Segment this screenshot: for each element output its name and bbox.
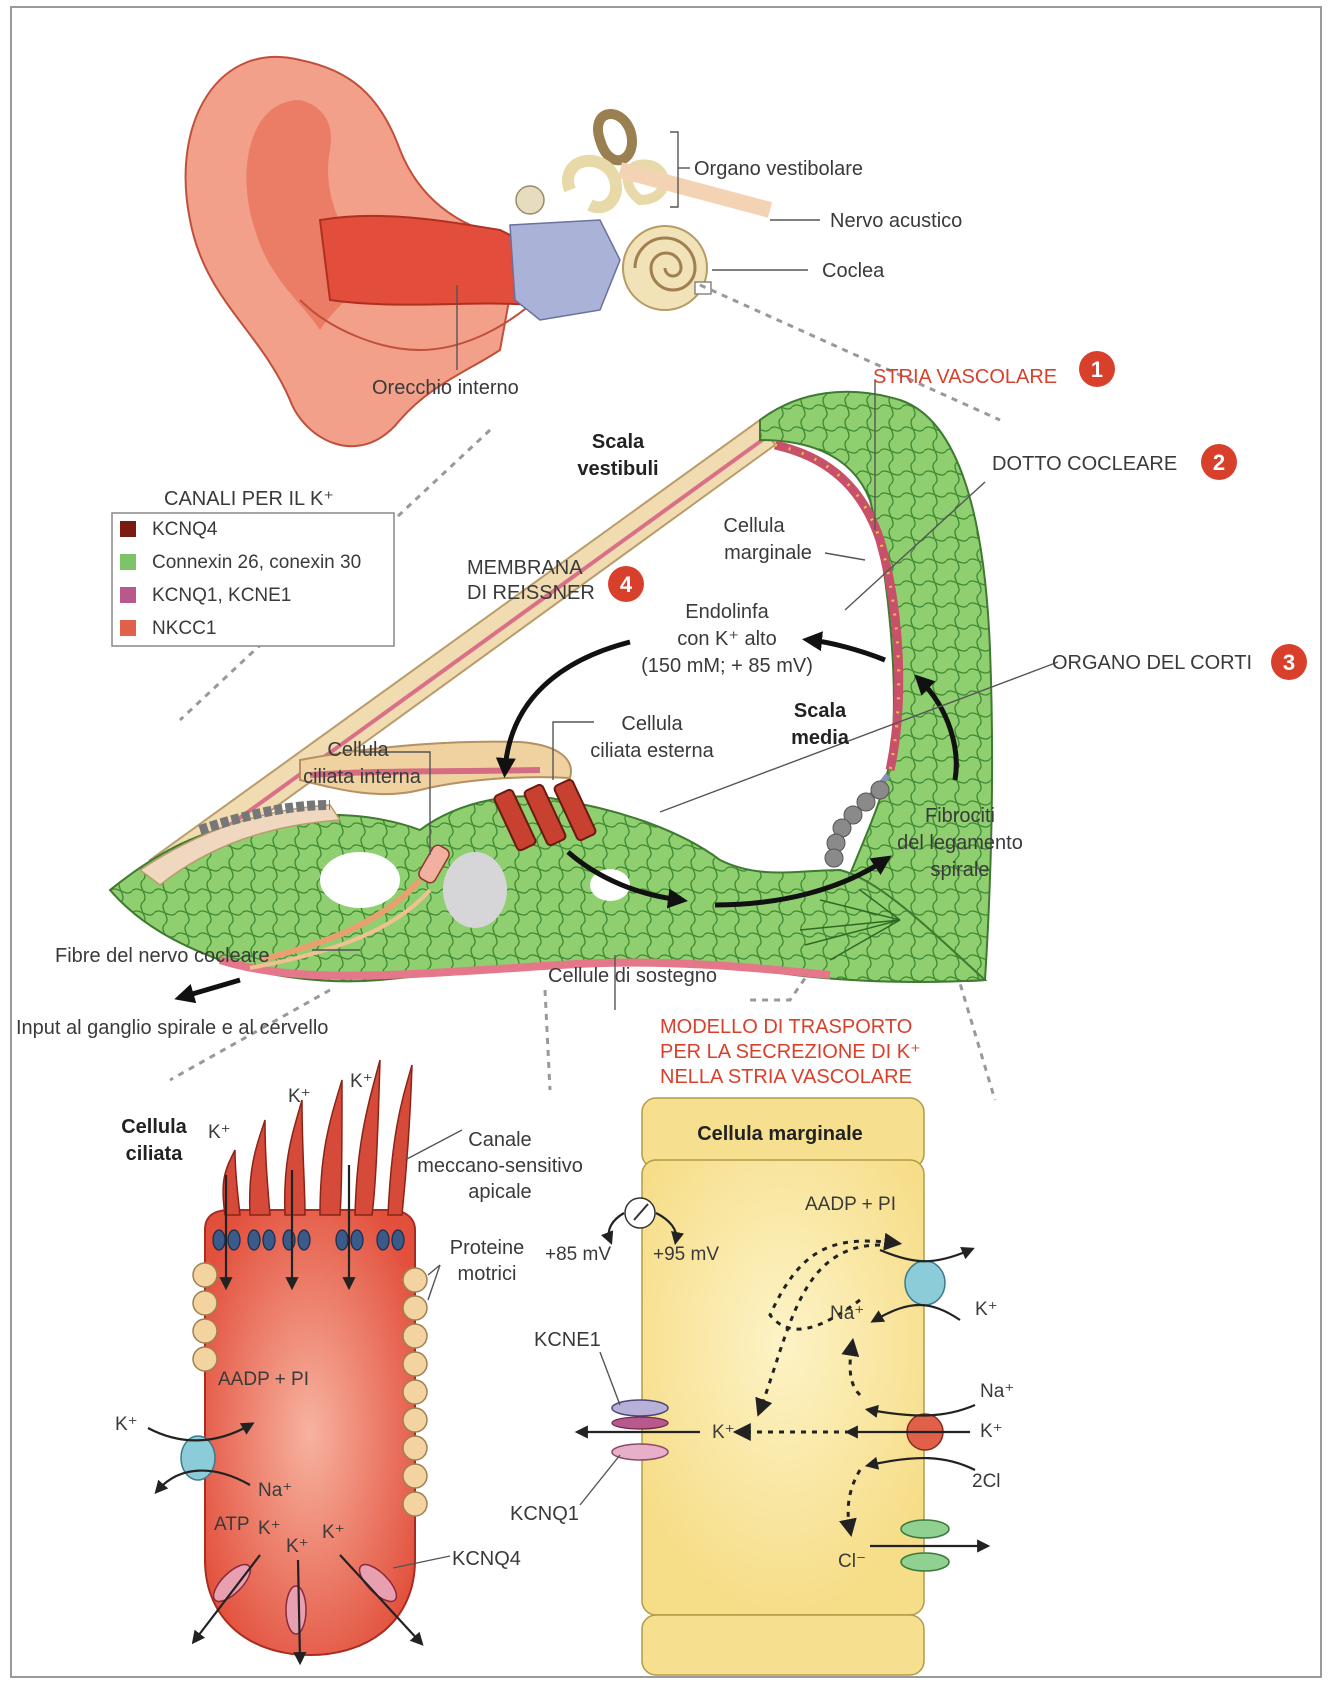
- label-scala-vestibuli-1: Scala: [592, 431, 645, 453]
- label-supporting-cells: Cellule di sostegno: [548, 965, 717, 987]
- legend-swatch: [120, 521, 136, 537]
- label-outer-hair-1: Cellula: [621, 713, 683, 735]
- marginal-v1: +85 mV: [545, 1244, 611, 1265]
- callout-duct: DOTTO COCLEARE 2: [992, 444, 1237, 480]
- legend-item-label: KCNQ4: [152, 519, 218, 540]
- svg-text:2: 2: [1213, 450, 1225, 475]
- label-acoustic-nerve: Nervo acustico: [830, 210, 962, 232]
- svg-text:ORGANO DEL CORTI: ORGANO DEL CORTI: [1052, 652, 1252, 674]
- hair-k-4: K⁺: [258, 1518, 281, 1539]
- marginal-v2: +95 mV: [653, 1244, 719, 1265]
- marginal-cell: [580, 1098, 985, 1675]
- hair-k-5: K⁺: [286, 1536, 309, 1557]
- label-cochlea: Coclea: [822, 260, 885, 282]
- hair-cell: [148, 1060, 427, 1660]
- marginal-adp: AADP + PI: [805, 1194, 896, 1215]
- model-title-2: PER LA SECREZIONE DI K⁺: [660, 1041, 921, 1063]
- hair-motor-2: motrici: [458, 1263, 517, 1285]
- marginal-k-1: K⁺: [975, 1299, 998, 1320]
- hair-k-1: K⁺: [208, 1122, 231, 1143]
- hair-adp: AADP + PI: [218, 1369, 309, 1390]
- hair-k-3: K⁺: [350, 1071, 373, 1092]
- legend-swatch: [120, 587, 136, 603]
- label-marginal-cell-2: marginale: [724, 542, 812, 564]
- label-scala-media-1: Scala: [794, 700, 847, 722]
- svg-text:3: 3: [1283, 650, 1295, 675]
- callout-stria: STRIA VASCOLARE 1: [873, 351, 1115, 388]
- output-arrow: [182, 980, 240, 997]
- callout-corti: ORGANO DEL CORTI 3: [1052, 644, 1307, 680]
- marginal-na-2: Na⁺: [980, 1381, 1014, 1402]
- marginal-k-2: K⁺: [980, 1421, 1003, 1442]
- legend-item-label: NKCC1: [152, 618, 216, 639]
- label-scala-vestibuli-2: vestibuli: [577, 458, 658, 480]
- hair-channel-3: apicale: [468, 1181, 531, 1203]
- label-endolymph-3: (150 mM; + 85 mV): [641, 655, 813, 677]
- svg-text:MEMBRANA: MEMBRANA: [467, 557, 583, 579]
- svg-text:DOTTO COCLEARE: DOTTO COCLEARE: [992, 453, 1177, 475]
- marginal-cl: Cl⁻: [838, 1551, 866, 1572]
- label-outer-hair-2: ciliata esterna: [590, 740, 714, 762]
- model-title-1: MODELLO DI TRASPORTO: [660, 1016, 912, 1038]
- label-endolymph-2: con K⁺ alto: [677, 628, 777, 650]
- hair-channel-1: Canale: [468, 1129, 531, 1151]
- model-title-3: NELLA STRIA VASCOLARE: [660, 1066, 912, 1088]
- label-marginal-cell-1: Cellula: [723, 515, 785, 537]
- label-inner-ear: Orecchio interno: [372, 377, 519, 399]
- hair-k-out: K⁺: [115, 1414, 138, 1435]
- label-input: Input al ganglio spirale e al cervello: [16, 1017, 328, 1039]
- marginal-kcnq1: KCNQ1: [510, 1503, 579, 1525]
- legend-swatch: [120, 554, 136, 570]
- label-fibrocytes-2: del legamento: [897, 832, 1023, 854]
- svg-text:STRIA VASCOLARE: STRIA VASCOLARE: [873, 366, 1057, 388]
- label-endolymph-1: Endolinfa: [685, 601, 769, 623]
- marginal-title: Cellula marginale: [697, 1123, 863, 1145]
- hair-k-2: K⁺: [288, 1086, 311, 1107]
- legend-title: CANALI PER IL K⁺: [164, 488, 334, 510]
- hair-na: Na⁺: [258, 1480, 292, 1501]
- marginal-na-1: Na⁺: [830, 1303, 864, 1324]
- hair-kcnq4: KCNQ4: [452, 1548, 521, 1570]
- marginal-k-apical: K⁺: [712, 1422, 735, 1443]
- cochlear-duct-section: [110, 392, 992, 982]
- label-inner-hair-1: Cellula: [327, 739, 389, 761]
- hair-cell-title-2: ciliata: [126, 1143, 184, 1165]
- legend-item-label: Connexin 26, conexin 30: [152, 552, 361, 573]
- hair-k-6: K⁺: [322, 1522, 345, 1543]
- label-vestibular-organ: Organo vestibolare: [694, 158, 863, 180]
- hair-channel-2: meccano-sensitivo: [417, 1155, 583, 1177]
- marginal-leaders: [580, 1352, 620, 1505]
- hair-cell-title-1: Cellula: [121, 1116, 187, 1138]
- label-inner-hair-2: ciliata interna: [303, 766, 422, 788]
- hair-atp: ATP: [214, 1514, 250, 1535]
- legend-swatch: [120, 620, 136, 636]
- label-fibrocytes-1: Fibrociti: [925, 805, 995, 827]
- svg-text:1: 1: [1091, 357, 1103, 382]
- label-fibrocytes-3: spirale: [931, 859, 990, 881]
- legend-item-label: KCNQ1, KCNE1: [152, 585, 291, 606]
- svg-text:4: 4: [620, 572, 633, 597]
- label-nerve-fibers: Fibre del nervo cocleare: [55, 945, 270, 967]
- label-scala-media-2: media: [791, 727, 850, 749]
- svg-text:DI REISSNER: DI REISSNER: [467, 582, 595, 604]
- marginal-kcne1: KCNE1: [534, 1329, 601, 1351]
- marginal-cl2: 2Cl: [972, 1471, 1001, 1492]
- hair-motor-1: Proteine: [450, 1237, 525, 1259]
